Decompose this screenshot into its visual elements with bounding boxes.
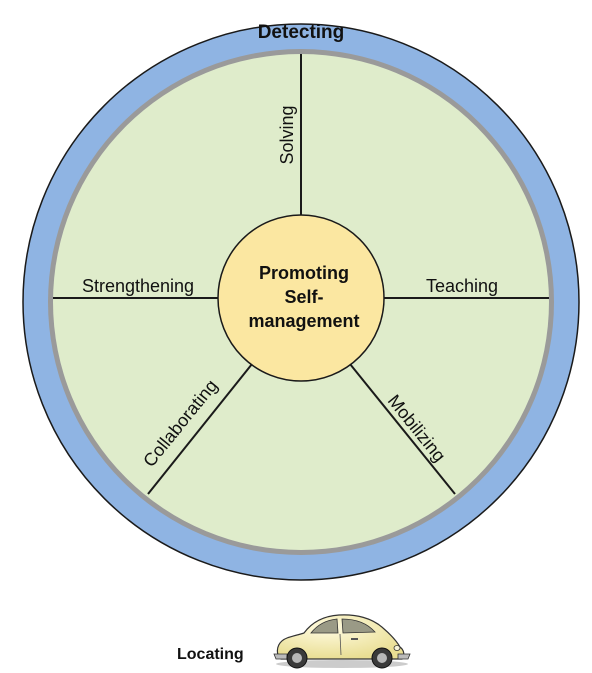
section-label-teaching: Teaching xyxy=(426,276,498,296)
car-icon xyxy=(273,614,411,669)
ring-label-detecting: Detecting xyxy=(258,22,345,43)
section-label-strengthening: Strengthening xyxy=(82,276,194,296)
center-circle xyxy=(217,214,385,382)
center-label-line-3: management xyxy=(248,311,359,331)
spoke-collaborating xyxy=(147,363,253,495)
section-label-solving: Solving xyxy=(277,105,297,164)
center-label-line-1: Promoting xyxy=(259,263,349,283)
center-label-line-2: Self- xyxy=(284,287,323,307)
spoke-mobilizing xyxy=(349,363,456,495)
locating-label: Locating xyxy=(177,646,244,663)
